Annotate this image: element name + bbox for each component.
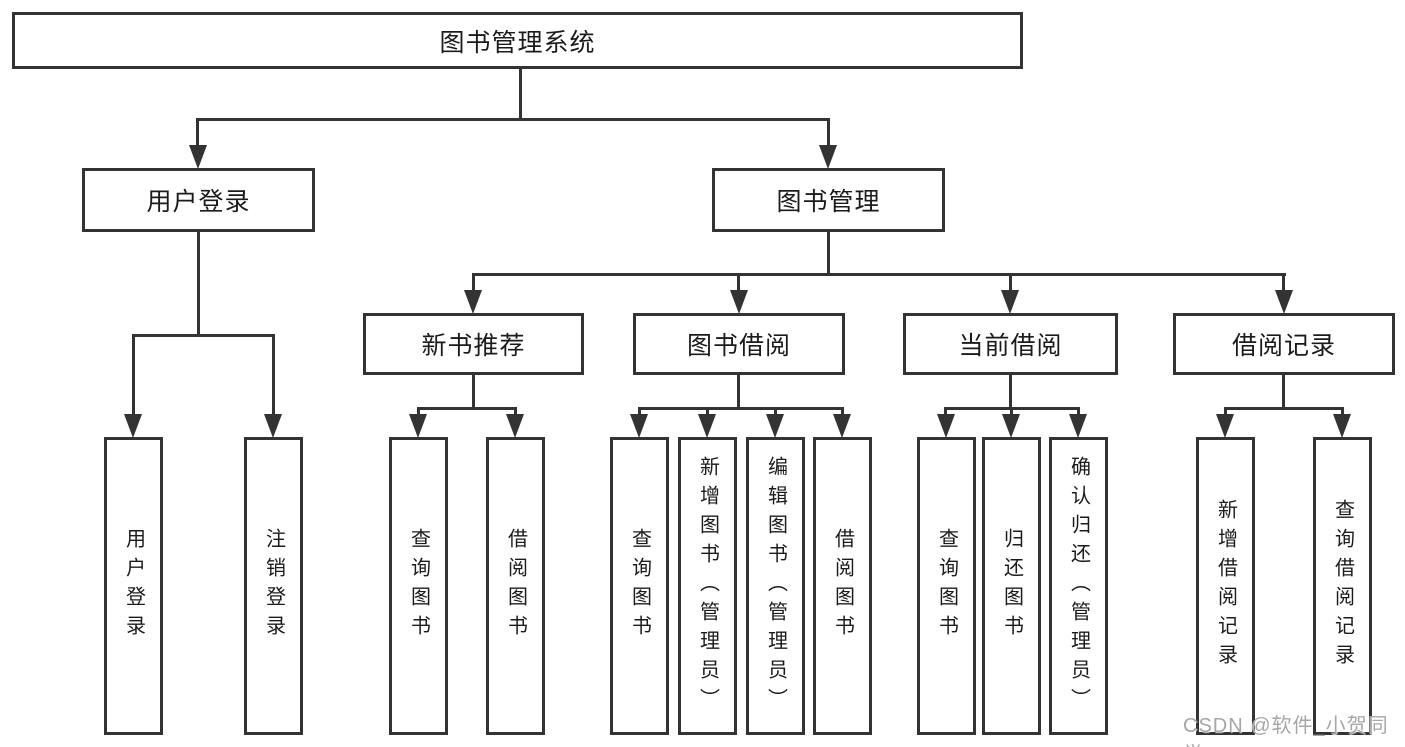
node-label: 新书推荐 [421,332,526,360]
leaf-node-query-books-borrow: 查询图书 [610,437,669,735]
node-label: 借阅记录 [1231,332,1336,360]
leaf-label: 编辑图书（管理员） [764,455,787,717]
leaf-node-return-books: 归还图书 [982,437,1041,735]
connector-line [132,334,275,337]
connector-line [1077,407,1080,418]
connector-line [472,375,475,409]
connector-line [737,273,740,293]
connector-line [1224,407,1227,418]
node-current-borrow: 当前借阅 [903,313,1118,375]
connector-line [827,232,830,276]
leaf-node-query-books-current: 查询图书 [917,437,976,735]
connector-line [196,118,199,150]
leaf-label: 注销登录 [262,528,285,644]
connector-line [519,69,522,120]
connector-line [417,407,517,410]
node-borrow-records: 借阅记录 [1173,313,1395,375]
leaf-label: 新增图书（管理员） [696,455,719,717]
connector-line [1009,375,1012,409]
connector-line [944,407,947,418]
connector-line [1010,407,1013,418]
connector-line [774,407,777,418]
root-node-library-system: 图书管理系统 [12,12,1023,69]
leaf-node-add-borrow-record: 新增借阅记录 [1196,437,1255,735]
node-label: 图书管理 [776,188,881,216]
leaf-label: 用户登录 [122,528,145,644]
arrow-down-icon [1069,414,1087,438]
arrow-down-icon [1333,414,1351,438]
node-label: 用户登录 [146,188,251,216]
connector-line [638,407,641,418]
leaf-node-user-login: 用户登录 [104,437,163,735]
node-book-management: 图书管理 [712,168,945,232]
arrow-down-icon [1001,290,1019,314]
leaf-label: 归还图书 [1000,528,1023,644]
arrow-down-icon [766,414,784,438]
leaf-label: 借阅图书 [504,528,527,644]
arrow-down-icon [506,414,524,438]
connector-line [737,375,740,409]
arrow-down-icon [409,414,427,438]
leaf-node-edit-books-admin: 编辑图书（管理员） [746,437,805,735]
leaf-label: 新增借阅记录 [1214,499,1237,673]
leaf-node-borrow-books-recommend: 借阅图书 [486,437,545,735]
arrow-down-icon [819,145,837,169]
arrow-down-icon [264,414,282,438]
leaf-node-add-books-admin: 新增图书（管理员） [678,437,737,735]
connector-line [132,334,135,416]
connector-line [706,407,709,418]
node-book-borrow: 图书借阅 [633,313,845,375]
arrow-down-icon [937,414,955,438]
connector-line [514,407,517,418]
leaf-label: 查询借阅记录 [1331,499,1354,673]
leaf-label: 查询图书 [407,528,430,644]
connector-line [1009,273,1012,293]
connector-line [472,273,475,293]
arrow-down-icon [698,414,716,438]
leaf-label: 确认归还（管理员） [1067,455,1090,717]
watermark: CSDN @软件_小贺同学 [1183,715,1389,747]
leaf-node-confirm-return-admin: 确认归还（管理员） [1049,437,1108,735]
connector-line [827,118,830,150]
arrow-down-icon [464,290,482,314]
leaf-node-borrow-books: 借阅图书 [813,437,872,735]
connector-line [196,118,830,121]
node-label: 当前借阅 [958,332,1063,360]
arrow-down-icon [124,414,142,438]
node-new-book-recommend: 新书推荐 [363,313,584,375]
arrow-down-icon [189,145,207,169]
arrow-down-icon [730,290,748,314]
connector-line [417,407,420,418]
connector-line [1282,273,1285,293]
connector-line [638,407,844,410]
arrow-down-icon [630,414,648,438]
leaf-label: 查询图书 [628,528,651,644]
leaf-label: 借阅图书 [831,528,854,644]
arrow-down-icon [1275,290,1293,314]
root-node-label: 图书管理系统 [439,28,596,57]
arrow-down-icon [1216,414,1234,438]
connector-line [1341,407,1344,418]
leaf-node-logout: 注销登录 [244,437,303,735]
connector-line [472,273,1286,276]
connector-line [1224,407,1344,410]
connector-line [197,232,200,336]
arrow-down-icon [833,414,851,438]
node-label: 图书借阅 [686,332,791,360]
leaf-node-query-books-recommend: 查询图书 [389,437,448,735]
connector-line [272,334,275,416]
leaf-label: 查询图书 [935,528,958,644]
arrow-down-icon [1002,414,1020,438]
connector-line [1282,375,1285,409]
leaf-node-query-borrow-record: 查询借阅记录 [1313,437,1372,735]
connector-line [841,407,844,418]
node-user-login: 用户登录 [82,168,315,232]
